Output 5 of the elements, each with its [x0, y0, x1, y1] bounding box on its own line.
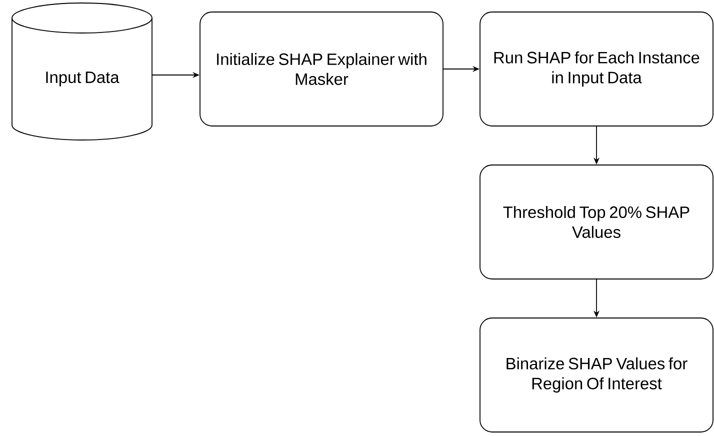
process-box: Run SHAP for Each Instance in Input Data — [480, 12, 714, 126]
database-cylinder: Input Data — [12, 2, 152, 140]
process-box: Binarize SHAP Values for Region Of Interest — [480, 318, 714, 432]
process-box: Threshold Top 20% SHAP Values — [480, 164, 714, 280]
process-box: Initialize SHAP Explainer with Masker — [200, 12, 444, 126]
